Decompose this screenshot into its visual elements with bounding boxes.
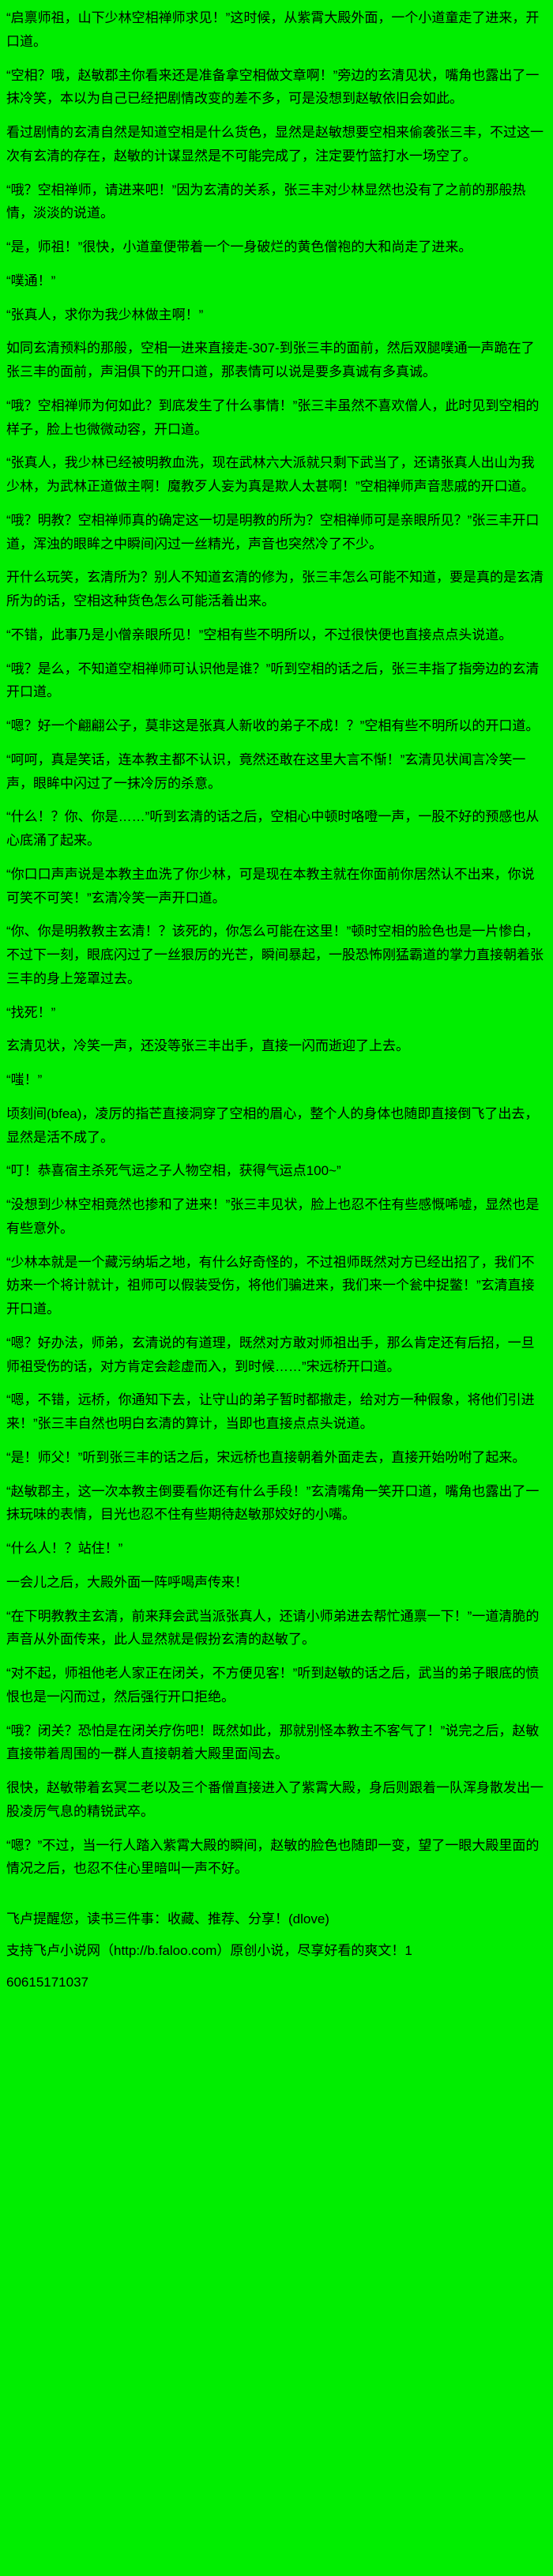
novel-paragraph: “哦？闭关？恐怕是在闭关疗伤吧！既然如此，那就别怪本教主不客气了！”说完之后，赵…: [6, 1723, 540, 1762]
novel-paragraph: 顷刻间(bfea)，凌厉的指芒直接洞穿了空相的眉心，整个人的身体也随即直接倒飞了…: [6, 1105, 539, 1145]
novel-paragraph: “张真人，我少林已经被明教血洗，现在武林六大派就只剩下武当了，还请张真人出山为我…: [6, 455, 535, 494]
novel-paragraph: “启禀师祖，山下少林空相禅师求见！”这时候，从紫霄大殿外面，一个小道童走了进来，…: [6, 10, 540, 49]
novel-paragraph: 如同玄清预料的那般，空相一进来直接走-307-到张三丰的面前，然后双腿噗通一声跪…: [6, 341, 535, 379]
book-id: 60615171037: [6, 1974, 89, 1990]
novel-paragraph: “什么！？你、你是……”听到玄清的话之后，空相心中顿时咯噔一声，一股不好的预感也…: [6, 809, 540, 848]
novel-paragraph: “对不起，师祖他老人家正在闭关，不方便见客！”听到赵敏的话之后，武当的弟子眼底的…: [6, 1666, 540, 1704]
novel-paragraph: “嗯？好办法，师弟，玄清说的有道理，既然对方敢对师祖出手，那么肯定还有后招，一旦…: [6, 1335, 535, 1374]
novel-paragraph: “哦？是么，不知道空相禅师可认识他是谁？”听到空相的话之后，张三丰指了指旁边的玄…: [6, 661, 540, 700]
novel-paragraph: “是！师父！”听到张三丰的话之后，宋远桥也直接朝着外面走去，直接开始吩咐了起来。: [6, 1449, 526, 1465]
novel-paragraph: “哦？明教？空相禅师真的确定这一切是明教的所为？空相禅师可是亲眼所见？”张三丰开…: [6, 512, 540, 552]
novel-paragraph: “赵敏郡主，这一次本教主倒要看你还有什么手段！”玄清嘴角一笑开口道，嘴角也露出了…: [6, 1483, 540, 1523]
site-support-line: 支持飞卢小说网（http://b.faloo.com）原创小说，尽享好看的爽文！…: [6, 1942, 412, 1958]
novel-paragraph: “你、你是明教教主玄清！？该死的，你怎么可能在这里！”顿时空相的脸色也是一片惨白…: [6, 924, 544, 986]
novel-paragraph: “空相？哦，赵敏郡主你看来还是准备拿空相做文章啊！”旁边的玄清见状，嘴角也露出了…: [6, 67, 540, 107]
novel-paragraph: “嗯，不错，远桥，你通知下去，让守山的弟子暂时都撤走，给对方一种假象，将他们引进…: [6, 1392, 535, 1431]
reading-reminder: 飞卢提醒您，读书三件事：收藏、推荐、分享！(dlove): [6, 1911, 329, 1926]
novel-paragraph: “张真人，求你为我少林做主啊！”: [6, 307, 204, 322]
novel-paragraph: “在下明教教主玄清，前来拜会武当派张真人，还请小师弟进去帮忙通禀一下！”一道清脆…: [6, 1608, 540, 1648]
novel-paragraph: 一会儿之后，大殿外面一阵呼喝声传来！: [6, 1574, 248, 1590]
novel-paragraph: “哦？空相禅师，请进来吧！”因为玄清的关系，张三丰对少林显然也没有了之前的那般热…: [6, 182, 526, 221]
novel-paragraph: “嗤！”: [6, 1072, 43, 1087]
novel-paragraph: “噗通！”: [6, 273, 56, 288]
chapter-text: “启禀师祖，山下少林空相禅师求见！”这时候，从紫霄大殿外面，一个小道童走了进来，…: [6, 6, 547, 1881]
novel-paragraph: “不错，此事乃是小僧亲眼所见！”空相有些不明所以，不过很快便也直接点点头说道。: [6, 627, 513, 642]
novel-paragraph: “嗯？好一个翩翩公子，莫非这是张真人新收的弟子不成！？”空相有些不明所以的开口道…: [6, 718, 540, 733]
novel-paragraph: “什么人！？站住！”: [6, 1541, 123, 1556]
novel-paragraph: “叮！恭喜宿主杀死气运之子人物空相，获得气运点100~”: [6, 1163, 341, 1179]
novel-paragraph: “找死！”: [6, 1004, 56, 1020]
page-footer: 飞卢提醒您，读书三件事：收藏、推荐、分享！(dlove) 支持飞卢小说网（htt…: [6, 1908, 547, 1994]
novel-paragraph: 很快，赵敏带着玄冥二老以及三个番僧直接进入了紫霄大殿，身后则跟着一队浑身散发出一…: [6, 1780, 544, 1819]
novel-paragraph: “呵呵，真是笑话，连本教主都不认识，竟然还敢在这里大言不惭！”玄清见状闻言冷笑一…: [6, 751, 526, 791]
novel-paragraph: “嗯？”不过，当一行人踏入紫霄大殿的瞬间，赵敏的脸色也随即一变，望了一眼大殿里面…: [6, 1837, 540, 1877]
novel-paragraph: “是，师祖！”很快，小道童便带着一个一身破烂的黄色僧袍的大和尚走了进来。: [6, 239, 472, 254]
novel-paragraph: 开什么玩笑，玄清所为？别人不知道玄清的修为，张三丰怎么可能不知道，要是真的是玄清…: [6, 570, 544, 608]
novel-paragraph: “哦？空相禅师为何如此？到底发生了什么事情！”张三丰虽然不喜欢僧人，此时见到空相…: [6, 397, 540, 437]
novel-paragraph: “没想到少林空相竟然也掺和了进来！”张三丰见状，脸上也忍不住有些感慨唏嘘，显然也…: [6, 1197, 540, 1236]
novel-paragraph: “少林本就是一个藏污纳垢之地，有什么好奇怪的，不过祖师既然对方已经出招了，我们不…: [6, 1254, 535, 1317]
novel-paragraph: 看过剧情的玄清自然是知道空相是什么货色，显然是赵敏想要空相来偷袭张三丰，不过这一…: [6, 125, 544, 164]
novel-paragraph: “你口口声声说是本教主血洗了你少林，可是现在本教主就在你面前你居然认不出来，你说…: [6, 866, 535, 906]
novel-paragraph: 玄清见状，冷笑一声，还没等张三丰出手，直接一闪而逝迎了上去。: [6, 1038, 409, 1054]
